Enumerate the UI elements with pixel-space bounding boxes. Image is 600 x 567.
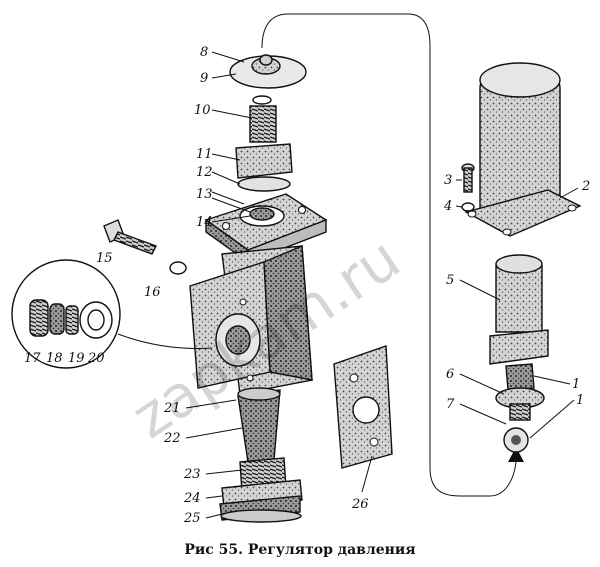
diaphragm-cap: [229, 54, 307, 89]
callout-7: 7: [446, 397, 455, 412]
callout-9: 9: [200, 71, 208, 86]
callout-16: 16: [144, 285, 161, 300]
washer-pin: [252, 95, 272, 105]
callout-24: 24: [183, 491, 201, 506]
callout-3: 3: [444, 173, 452, 188]
callout-1b: 1: [576, 393, 584, 408]
callout-23: 23: [183, 467, 201, 482]
valve-body: [189, 244, 313, 395]
callout-25: 25: [183, 511, 201, 526]
callout-8: 8: [200, 45, 208, 60]
callout-13: 13: [196, 187, 213, 202]
tube-arrow: [508, 447, 524, 462]
callout-22: 22: [163, 431, 181, 446]
figure-caption: Рис 55. Регулятор давления: [184, 542, 416, 558]
gasket-26: [333, 345, 393, 469]
callout-5: 5: [446, 273, 454, 288]
threaded-stem: [249, 105, 277, 143]
callout-20: 20: [87, 351, 105, 366]
leader-lines: [185, 51, 579, 519]
callout-4: 4: [443, 199, 452, 214]
ring-12: [237, 176, 291, 192]
washer-4: [461, 202, 475, 212]
callout-18: 18: [46, 351, 63, 366]
callout-26: 26: [351, 497, 369, 512]
washer-16: [169, 261, 187, 275]
callout-10: 10: [194, 103, 211, 118]
bolt-15: [103, 219, 157, 255]
callout-12: 12: [196, 165, 213, 180]
callout-11: 11: [196, 147, 213, 162]
callout-2: 2: [581, 179, 590, 194]
callout-labels: 8 9 10 11 12 13 14 2 3 4 5 6 7 1 1 15 16…: [24, 45, 590, 526]
callout-19: 19: [68, 351, 85, 366]
connecting-tube: [261, 13, 517, 497]
callout-15: 15: [96, 251, 113, 266]
nut-11: [235, 143, 293, 179]
lower-stem: [237, 389, 281, 463]
adjusting-nut: [219, 457, 303, 523]
detail-inset: [11, 259, 213, 369]
screw-3: [461, 163, 475, 193]
callout-21: 21: [163, 401, 181, 416]
sensor-body: [489, 254, 549, 453]
callout-6: 6: [446, 367, 454, 382]
callout-14: 14: [196, 215, 213, 230]
callout-17: 17: [24, 351, 41, 366]
cover-cylinder: [464, 62, 582, 237]
callout-1a: 1: [572, 377, 580, 392]
